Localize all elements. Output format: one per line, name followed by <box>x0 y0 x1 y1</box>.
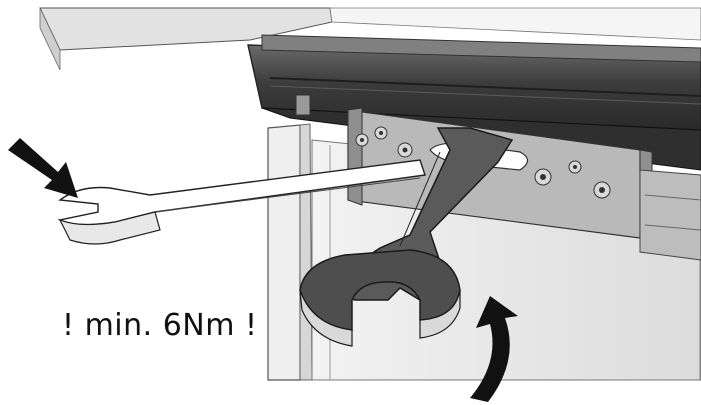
curved-arrow-up-icon <box>470 296 518 402</box>
screw-head <box>397 142 413 158</box>
screw-head <box>355 133 369 147</box>
screw-head <box>568 160 582 174</box>
screw-head <box>374 126 388 140</box>
screw-head <box>593 181 611 199</box>
top-board <box>39 7 701 71</box>
arrow-down-right-icon <box>8 138 78 198</box>
right-rail <box>639 169 701 261</box>
screw-head <box>534 168 552 186</box>
torque-instruction-text: ! min. 6Nm ! <box>62 308 258 343</box>
vertical-wrench <box>299 127 514 347</box>
horizontal-wrench <box>57 159 426 245</box>
